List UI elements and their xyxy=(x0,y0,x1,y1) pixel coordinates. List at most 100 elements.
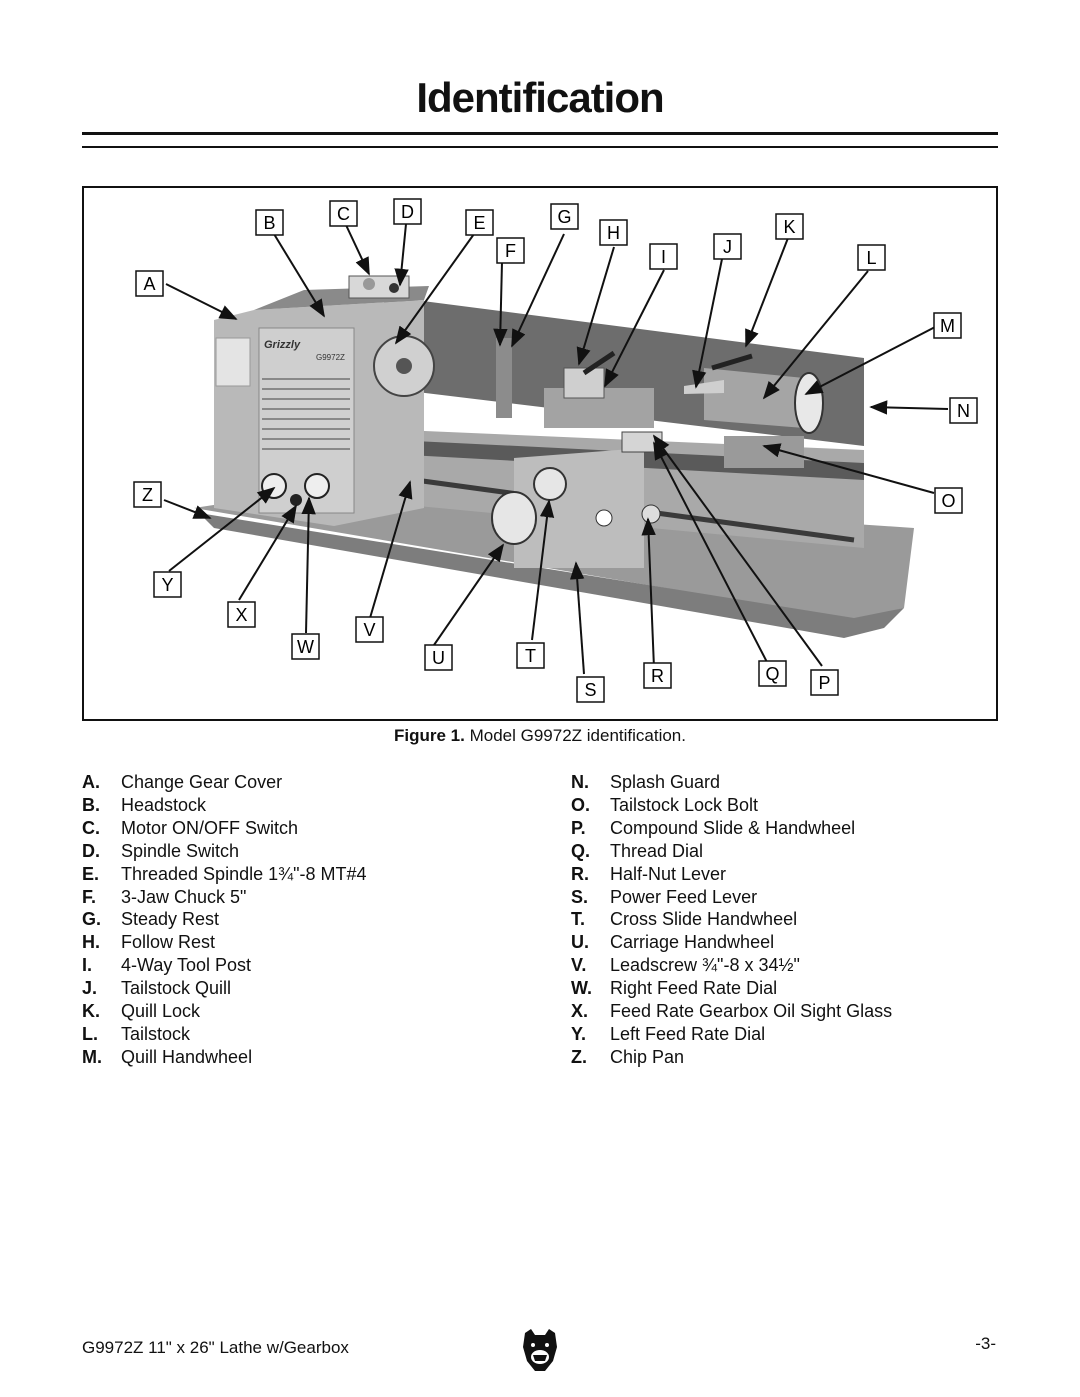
legend-label: Tailstock xyxy=(121,1023,191,1044)
callout-h: H xyxy=(599,219,628,246)
svg-text:Q: Q xyxy=(765,664,779,684)
callout-j: J xyxy=(713,233,742,260)
legend-key: D. xyxy=(82,840,100,861)
figure-caption: Figure 1. Model G9972Z identification. xyxy=(0,726,1080,746)
legend-item: S.Power Feed Lever xyxy=(571,886,892,909)
legend-key: S. xyxy=(571,886,589,907)
callout-v: V xyxy=(355,616,384,643)
callout-z: Z xyxy=(133,481,162,508)
svg-text:B: B xyxy=(263,213,275,233)
legend-item: P. Compound Slide & Handwheel xyxy=(571,817,892,840)
legend-label: Chip Pan xyxy=(610,1046,685,1067)
lathe-figure: Grizzly G9972Z xyxy=(82,186,998,721)
svg-text:O: O xyxy=(941,491,955,511)
page-title: Identification xyxy=(416,74,664,121)
callout-c: C xyxy=(329,200,358,227)
svg-text:R: R xyxy=(651,666,664,686)
figure-caption-text: Model G9972Z identification. xyxy=(464,726,686,745)
legend-item: O.Tailstock Lock Bolt xyxy=(571,794,892,817)
legend-label: Quill Lock xyxy=(121,1001,201,1022)
legend-item: Q.Thread Dial xyxy=(571,840,892,863)
legend-key: U. xyxy=(571,932,589,953)
page-number: -3- xyxy=(975,1334,996,1353)
legend-key: C. xyxy=(82,817,100,838)
legend-key: B. xyxy=(82,794,100,815)
legend-key: K. xyxy=(82,1001,100,1022)
legend-key: N. xyxy=(571,772,589,792)
svg-text:J: J xyxy=(723,237,732,257)
bear-head-icon xyxy=(519,1327,561,1378)
legend-key: P. xyxy=(571,817,586,838)
legend-label: Tailstock Lock Bolt xyxy=(610,794,759,815)
legend-label: Thread Dial xyxy=(610,840,704,861)
svg-text:L: L xyxy=(866,248,876,268)
callout-i: I xyxy=(649,243,678,270)
svg-text:D: D xyxy=(401,202,414,222)
callout-y: Y xyxy=(153,571,182,598)
callout-w: W xyxy=(291,633,320,660)
legend-key: A. xyxy=(82,772,100,792)
svg-text:P: P xyxy=(818,673,830,693)
svg-text:T: T xyxy=(525,646,536,666)
machine-brand-label: Grizzly xyxy=(264,339,301,351)
legend-key: J. xyxy=(82,978,98,999)
svg-text:W: W xyxy=(297,637,314,657)
legend-label: Motor ON/OFF Switch xyxy=(121,817,299,838)
legend-label: Feed Rate Gearbox Oil Sight Glass xyxy=(610,1001,893,1022)
legend-label: Headstock xyxy=(121,794,207,815)
callout-r: R xyxy=(643,662,672,689)
svg-text:I: I xyxy=(661,247,666,267)
callout-leaders xyxy=(163,223,949,675)
legend-label: Quill Handwheel xyxy=(121,1046,253,1067)
legend-key: H. xyxy=(82,932,100,953)
legend-item: E. Threaded Spindle 1¾"-8 MT#4 xyxy=(82,863,367,886)
legend-item: N.Splash Guard xyxy=(571,771,892,794)
machine-model-label: G9972Z xyxy=(316,353,345,362)
callout-g: G xyxy=(550,203,579,230)
legend-label: Steady Rest xyxy=(121,909,220,930)
callout-labels: A B C D E F G H I J K L M N O P Q R S T … xyxy=(133,198,978,703)
legend-label: Carriage Handwheel xyxy=(610,932,775,953)
legend-label: Compound Slide & Handwheel xyxy=(610,817,856,838)
legend-key: G. xyxy=(82,909,102,930)
legend-label: Follow Rest xyxy=(121,932,216,953)
callout-q: Q xyxy=(758,660,787,687)
figure-caption-label: Figure 1. xyxy=(394,726,465,745)
legend-label: Right Feed Rate Dial xyxy=(610,978,778,999)
legend-item: H. Follow Rest xyxy=(82,931,367,954)
svg-text:G: G xyxy=(557,207,571,227)
legend-item: W.Right Feed Rate Dial xyxy=(571,977,892,1000)
legend-item: Z.Chip Pan xyxy=(571,1046,892,1069)
callout-p: P xyxy=(810,669,839,696)
legend-item: R.Half-Nut Lever xyxy=(571,863,892,886)
legend-right-column: N.Splash Guard O.Tailstock Lock Bolt P. C… xyxy=(571,771,892,1069)
svg-text:X: X xyxy=(235,605,247,625)
legend-key: E. xyxy=(82,863,100,884)
callout-e: E xyxy=(465,209,494,236)
legend-label: Left Feed Rate Dial xyxy=(610,1023,766,1044)
callout-l: L xyxy=(857,244,886,271)
legend-label: Half-Nut Lever xyxy=(610,863,727,884)
svg-text:U: U xyxy=(432,648,445,668)
legend-item: L. Tailstock xyxy=(82,1023,367,1046)
legend-item: D. Spindle Switch xyxy=(82,840,367,863)
legend-label: Spindle Switch xyxy=(121,840,240,861)
legend-key: T. xyxy=(571,909,586,930)
legend-key: L. xyxy=(82,1023,98,1044)
lathe-machine: Grizzly G9972Z xyxy=(194,275,914,638)
callout-m: M xyxy=(933,312,962,339)
callout-u: U xyxy=(424,644,453,671)
legend-left-column: A.Change Gear Cover B.Headstock C.Motor … xyxy=(82,771,367,1069)
callout-o: O xyxy=(934,487,963,514)
svg-text:K: K xyxy=(783,217,795,237)
legend-item: B. Headstock xyxy=(82,794,367,817)
legend-key: V. xyxy=(571,955,587,976)
title-rule-top xyxy=(82,132,998,135)
callout-b: B xyxy=(255,209,284,236)
footer-title: G9972Z 11" x 26" Lathe w/Gearbox xyxy=(82,1338,349,1357)
svg-text:A: A xyxy=(143,274,155,294)
legend-label: 4-Way Tool Post xyxy=(121,955,252,976)
legend-label: Cross Slide Handwheel xyxy=(610,909,798,930)
svg-text:H: H xyxy=(607,223,620,243)
legend-label: Threaded Spindle 1¾"-8 MT#4 xyxy=(121,863,367,884)
